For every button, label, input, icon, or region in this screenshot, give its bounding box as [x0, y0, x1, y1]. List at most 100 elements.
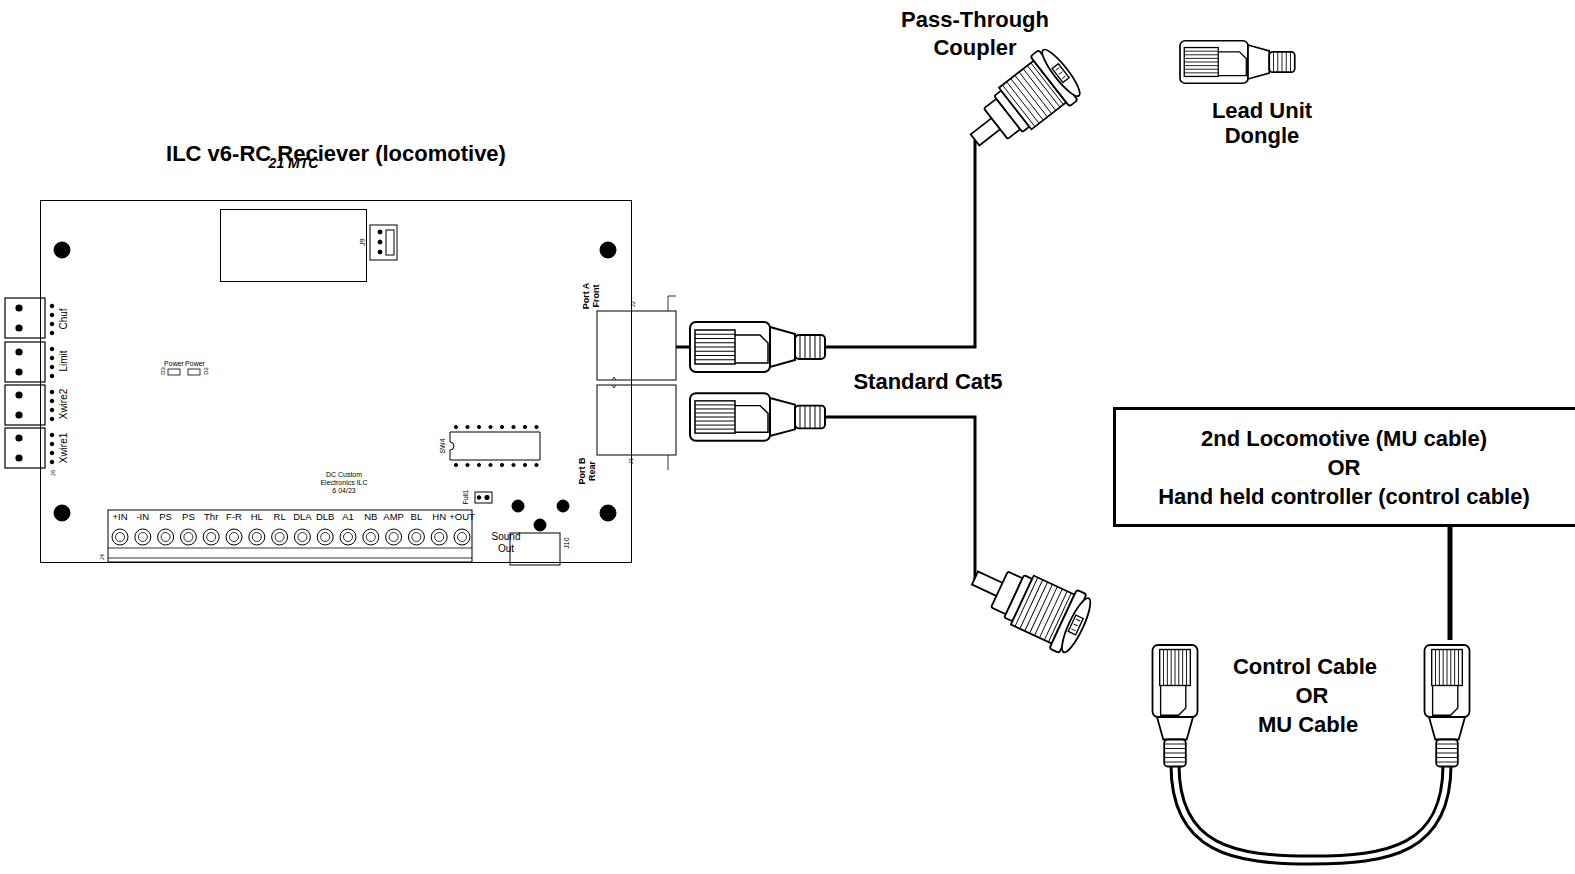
- cable-label: OR: [1296, 683, 1329, 708]
- dip-pin: [535, 425, 538, 428]
- dip-pin: [454, 425, 457, 428]
- board-title: ILC v6-RC Reciever (locomotive): [41, 141, 631, 167]
- terminal-screw: [412, 533, 421, 542]
- terminal-name: BL: [411, 512, 423, 523]
- terminal-screw: [389, 533, 398, 542]
- node-text: 2nd Locomotive (MU cable): [1130, 424, 1558, 453]
- terminal-name: PS: [159, 512, 172, 523]
- silkscreen-label: Power: [185, 360, 205, 368]
- silkscreen-label: Limit: [58, 350, 70, 371]
- silkscreen-label: Chuf: [58, 308, 70, 329]
- terminal-screw: [275, 533, 284, 542]
- terminal-screw: [203, 529, 219, 545]
- terminal-name: PS: [182, 512, 195, 523]
- pin-dot: [50, 442, 54, 446]
- terminal-name: DLB: [316, 512, 334, 523]
- rj45-ports: [597, 296, 676, 470]
- silkscreen-label: J1: [628, 458, 635, 464]
- terminal-name: HN: [432, 512, 446, 523]
- terminal-screw: [321, 533, 330, 542]
- terminal-name: -IN: [136, 512, 149, 523]
- terminal-screw: [272, 529, 288, 545]
- receiver-board: 21 MTCILC v6-RC Reciever (locomotive): [40, 200, 632, 563]
- silkscreen-label: Power: [164, 360, 184, 368]
- pin-dot: [50, 347, 54, 351]
- j9-header: [370, 225, 397, 260]
- terminal-screw: [344, 533, 353, 542]
- dip-pin: [477, 425, 480, 428]
- terminal-name: +IN: [112, 512, 127, 523]
- dip-pin: [466, 463, 469, 466]
- terminal-screw: [138, 533, 147, 542]
- mount-hole: [600, 505, 616, 521]
- terminal-screw: [249, 529, 265, 545]
- cat5-cable: [825, 417, 975, 580]
- terminal-screw: [431, 529, 447, 545]
- pin-dot: [50, 331, 54, 335]
- terminal-screw: [180, 529, 196, 545]
- terminal-name: DLA: [293, 512, 311, 523]
- terminal-screw: [230, 533, 239, 542]
- side-connectors: [5, 298, 45, 468]
- dip-pin: [500, 463, 503, 466]
- terminal-name: RL: [274, 512, 286, 523]
- terminal-screw: [340, 529, 356, 545]
- mount-hole: [54, 242, 70, 258]
- pin-dot: [50, 399, 54, 403]
- silkscreen-label: J9: [359, 238, 367, 245]
- terminal-screw: [386, 529, 402, 545]
- silkscreen-label: D3: [160, 367, 167, 375]
- mu-cable: [1175, 765, 1447, 860]
- pin-dot: [50, 374, 54, 378]
- pass-through-coupler: [955, 44, 1086, 165]
- node-text: Pass-Through Coupler: [900, 6, 1050, 62]
- mount-hole: [54, 505, 70, 521]
- silkscreen-label: Xwire2: [58, 389, 70, 420]
- cable-lead: [1448, 527, 1453, 640]
- terminal-screw: [458, 533, 467, 542]
- rj45-plug: [1425, 645, 1470, 767]
- terminal-screw: [135, 529, 151, 545]
- terminal-screw: [454, 529, 470, 545]
- cable-label: Control Cable: [1233, 654, 1377, 679]
- device-box: 2nd Locomotive (MU cable)ORHand held con…: [1113, 407, 1575, 527]
- terminal-screw: [207, 533, 216, 542]
- terminal-name: AMP: [383, 512, 404, 523]
- terminal-name: Thr: [204, 512, 218, 523]
- dip-pin: [489, 463, 492, 466]
- dip-pin: [523, 463, 526, 466]
- terminal-screw: [294, 529, 310, 545]
- dip-pin: [500, 425, 503, 428]
- terminal-strip: [108, 510, 472, 562]
- terminal-screw: [317, 529, 333, 545]
- terminal-screws: [112, 529, 470, 545]
- rj45-plug: [690, 322, 825, 372]
- cable-label: MU Cable: [1258, 712, 1358, 737]
- pin-dot: [50, 408, 54, 412]
- terminal-screw: [298, 533, 307, 542]
- terminal-screw: [184, 533, 193, 542]
- pass-through-coupler: [961, 549, 1096, 658]
- pin-dot: [50, 356, 54, 360]
- power-leds: [168, 369, 200, 375]
- part-label: Lead Unit Dongle: [1197, 98, 1327, 149]
- pin-dot: [50, 451, 54, 455]
- silkscreen-label: D2: [203, 367, 210, 375]
- terminal-name: NB: [364, 512, 377, 523]
- dip-pin: [454, 463, 457, 466]
- terminal-name: A1: [342, 512, 354, 523]
- pin-dot: [50, 322, 54, 326]
- silkscreen-label: Sound Out: [486, 531, 526, 554]
- silkscreen-label: J2: [630, 301, 637, 307]
- terminal-name: F-R: [226, 512, 242, 523]
- chip-socket: 21 MTC: [220, 209, 367, 282]
- terminal-screw: [226, 529, 242, 545]
- terminal-name: +OUT: [449, 512, 475, 523]
- terminal-screw: [161, 533, 170, 542]
- jumper: [475, 492, 492, 503]
- dip-pin: [477, 463, 480, 466]
- silkscreen-label: J4: [99, 554, 106, 560]
- pin-dots: [50, 304, 54, 464]
- cable-line: [632, 140, 975, 347]
- terminal-screw: [366, 533, 375, 542]
